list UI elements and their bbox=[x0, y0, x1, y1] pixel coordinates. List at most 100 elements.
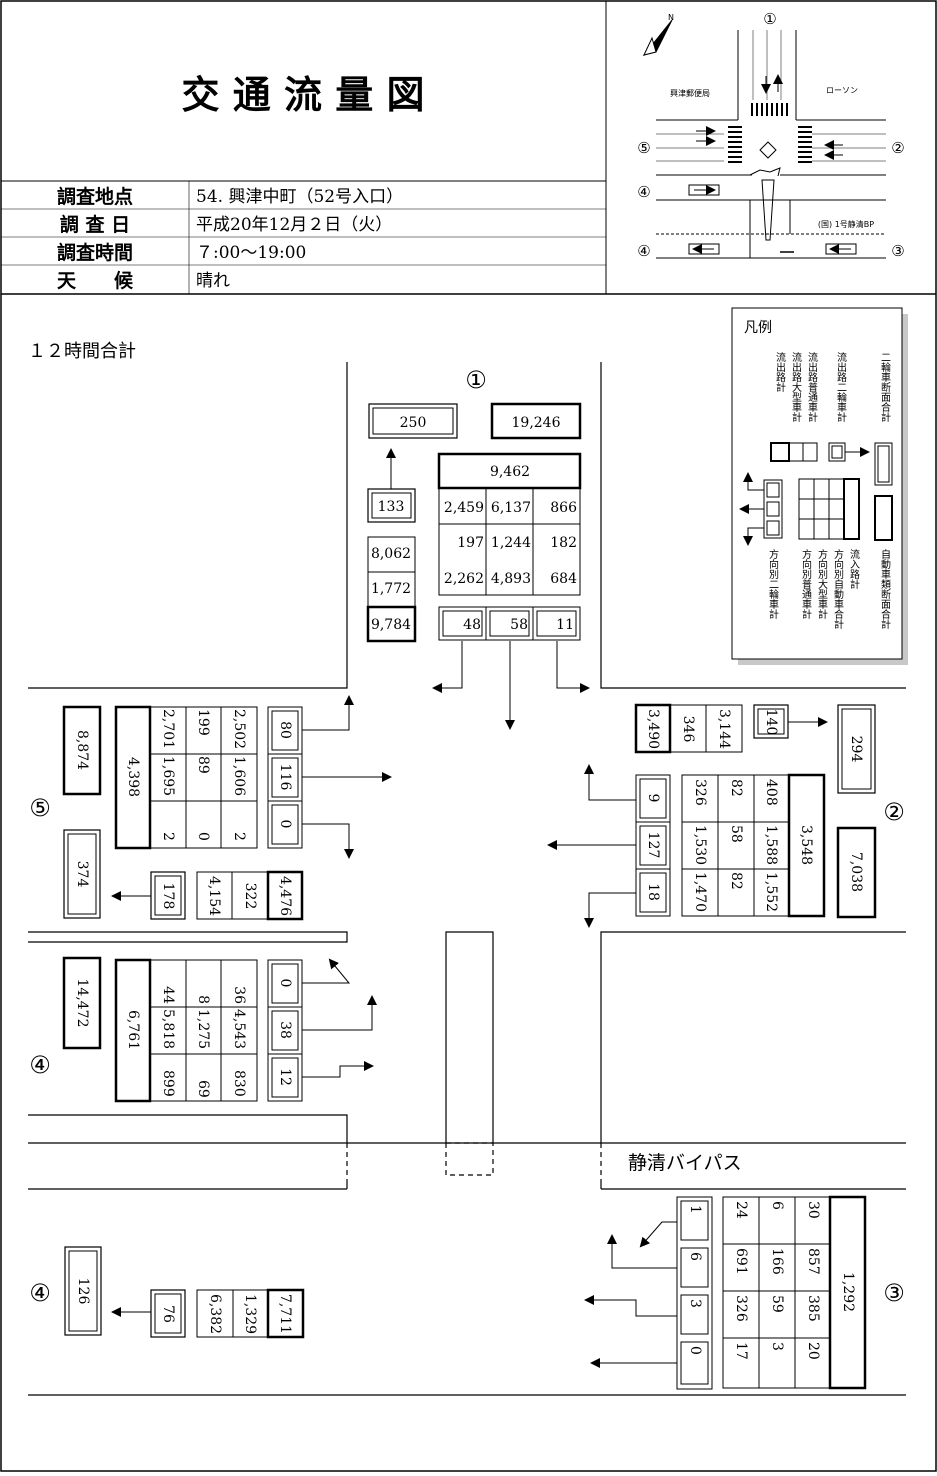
a4b-out-large: 1,329 bbox=[242, 1294, 258, 1334]
compass-label: N bbox=[668, 13, 674, 22]
a2-cell-1-2: 1,588 bbox=[763, 825, 779, 865]
page-title: 交 通 流 量 図 bbox=[182, 73, 425, 117]
a5-out-moto: 178 bbox=[160, 883, 176, 910]
a1-inflow-total: 9,462 bbox=[490, 464, 530, 480]
a4-moto-dir-2: 12 bbox=[277, 1068, 293, 1086]
legend-label-out-large: 流出路大型車計 bbox=[790, 351, 802, 423]
a4-cell-2-0: 899 bbox=[160, 1070, 176, 1097]
a3-cell-0-1: 6 bbox=[769, 1201, 785, 1210]
a1-out-normal: 8,062 bbox=[371, 546, 411, 562]
landmark-bypass: (国) 1号静清BP bbox=[818, 219, 874, 229]
approach-label-3: ③ bbox=[883, 1279, 905, 1307]
approach-4b: 126 76 6,382 1,329 7,711 bbox=[64, 1246, 305, 1339]
a1-cell-0-0: 2,459 bbox=[444, 500, 484, 516]
legend-label-dir-total: 方向別自動車合計 bbox=[832, 548, 844, 630]
a1-car-section: 19,246 bbox=[512, 415, 561, 431]
info-value-weather: 晴れ bbox=[196, 271, 230, 291]
legend-label-out-moto: 流出路二輪車計 bbox=[835, 351, 847, 423]
a3-cell-3-1: 3 bbox=[769, 1342, 785, 1351]
info-label-date: 調 査 日 bbox=[60, 213, 130, 236]
a2-cell-1-1: 58 bbox=[728, 825, 744, 843]
a2-cell-2-2: 1,552 bbox=[763, 872, 779, 912]
a4-inflow-total: 6,761 bbox=[125, 1010, 141, 1050]
a1-out-moto: 133 bbox=[378, 499, 405, 515]
a1-moto-dir-1: 58 bbox=[510, 617, 528, 633]
a1-cell-2-0: 2,262 bbox=[444, 571, 484, 587]
a2-cell-1-0: 1,530 bbox=[692, 825, 708, 865]
legend-title: 凡例 bbox=[744, 320, 772, 336]
a5-out-large: 322 bbox=[242, 883, 258, 910]
a3-cell-1-1: 166 bbox=[769, 1248, 785, 1275]
a1-cell-0-2: 866 bbox=[550, 500, 577, 516]
a1-cell-1-2: 182 bbox=[550, 535, 577, 551]
a4-cell-0-2: 36 bbox=[231, 986, 247, 1004]
a2-cell-0-1: 82 bbox=[728, 779, 744, 797]
a5-cell-0-1: 199 bbox=[195, 709, 211, 736]
approach-label-1: ① bbox=[465, 366, 487, 394]
a3-cell-3-0: 17 bbox=[733, 1342, 749, 1360]
info-value-time: ７:00～19:00 bbox=[196, 243, 306, 263]
legend-label-car-section: 自動車類断面合計 bbox=[879, 548, 891, 630]
a5-moto-dir-2: 0 bbox=[277, 820, 293, 829]
approach-1: 250 19,246 9,462 133 8,062 1,772 9,784 2… bbox=[366, 402, 590, 730]
a2-out-moto: 140 bbox=[763, 709, 779, 736]
a3-cell-2-0: 326 bbox=[733, 1295, 749, 1322]
a5-out-total: 4,476 bbox=[277, 876, 293, 916]
a2-out-total: 3,490 bbox=[645, 709, 661, 749]
a4-cell-0-0: 44 bbox=[160, 986, 176, 1004]
a4-cell-1-1: 1,275 bbox=[195, 1009, 211, 1049]
approach-5: 8,874 374 4,398 2,701 199 2,502 1,695 89… bbox=[62, 695, 392, 921]
a1-cell-1-0: 197 bbox=[457, 535, 484, 551]
a1-out-large: 1,772 bbox=[371, 581, 411, 597]
a2-cell-0-0: 326 bbox=[692, 779, 708, 806]
a4-moto-dir-0: 0 bbox=[277, 979, 293, 988]
keymap-label-4a: ④ bbox=[637, 183, 650, 201]
a4-cell-1-2: 4,543 bbox=[231, 1009, 247, 1049]
a5-cell-1-0: 1,695 bbox=[160, 756, 176, 796]
a1-moto-dir-0: 48 bbox=[463, 617, 481, 633]
info-value-location: 54. 興津中町（52号入口） bbox=[196, 187, 403, 207]
a4b-out-normal: 6,382 bbox=[207, 1294, 223, 1334]
approach-4: 14,472 6,761 44 8 36 5,818 1,275 4,543 8… bbox=[62, 956, 377, 1103]
legend-label-inflow: 流入路計 bbox=[848, 548, 860, 590]
a2-out-normal: 3,144 bbox=[716, 709, 732, 749]
info-value-date: 平成20年12月２日（火） bbox=[196, 215, 392, 235]
approach-3: 1 6 3 0 24 6 30 691 166 857 326 59 385 1… bbox=[584, 1195, 867, 1390]
a3-moto-dir-3: 0 bbox=[687, 1346, 703, 1355]
a1-moto-dir-2: 11 bbox=[556, 617, 574, 633]
a4-cell-1-0: 5,818 bbox=[160, 1009, 176, 1049]
legend-label-dir-moto: 方向別二輪車計 bbox=[767, 548, 779, 620]
a2-cell-0-2: 408 bbox=[763, 779, 779, 806]
a2-moto-section: 294 bbox=[848, 736, 864, 763]
keymap-label-4b: ④ bbox=[637, 242, 650, 260]
a5-cell-0-0: 2,701 bbox=[160, 709, 176, 749]
a5-out-normal: 4,154 bbox=[206, 876, 222, 916]
a5-moto-dir-0: 80 bbox=[277, 721, 293, 739]
a1-cell-1-1: 1,244 bbox=[491, 535, 531, 551]
a5-cell-2-2: 2 bbox=[231, 832, 247, 841]
a5-cell-1-2: 1,606 bbox=[231, 756, 247, 796]
a2-inflow-total: 3,548 bbox=[798, 825, 814, 865]
a2-out-large: 346 bbox=[680, 716, 696, 743]
approach-label-5: ⑤ bbox=[29, 794, 51, 822]
a1-moto-section: 250 bbox=[400, 415, 427, 431]
a4b-out-moto: 76 bbox=[160, 1305, 176, 1323]
a3-cell-0-2: 30 bbox=[805, 1201, 821, 1219]
a2-car-section: 7,038 bbox=[848, 852, 864, 892]
legend-label-dir-large: 方向別大型車計 bbox=[816, 548, 828, 620]
a1-cell-2-1: 4,893 bbox=[491, 571, 531, 587]
landmark-post-office: 興津郵便局 bbox=[670, 88, 710, 98]
a4-car-section: 14,472 bbox=[74, 979, 90, 1028]
approach-2: 3,490 346 3,144 140 294 7,038 3,548 326 … bbox=[547, 703, 877, 928]
a3-cell-3-2: 20 bbox=[805, 1342, 821, 1360]
a5-moto-section: 374 bbox=[74, 861, 90, 888]
a1-out-total: 9,784 bbox=[371, 617, 411, 633]
location-keymap: N bbox=[642, 13, 886, 259]
a3-cell-2-2: 385 bbox=[805, 1295, 821, 1322]
keymap-label-3: ③ bbox=[891, 242, 904, 260]
a5-cell-0-2: 2,502 bbox=[231, 709, 247, 749]
a3-moto-dir-1: 6 bbox=[687, 1252, 703, 1261]
road-lines bbox=[28, 362, 906, 1396]
